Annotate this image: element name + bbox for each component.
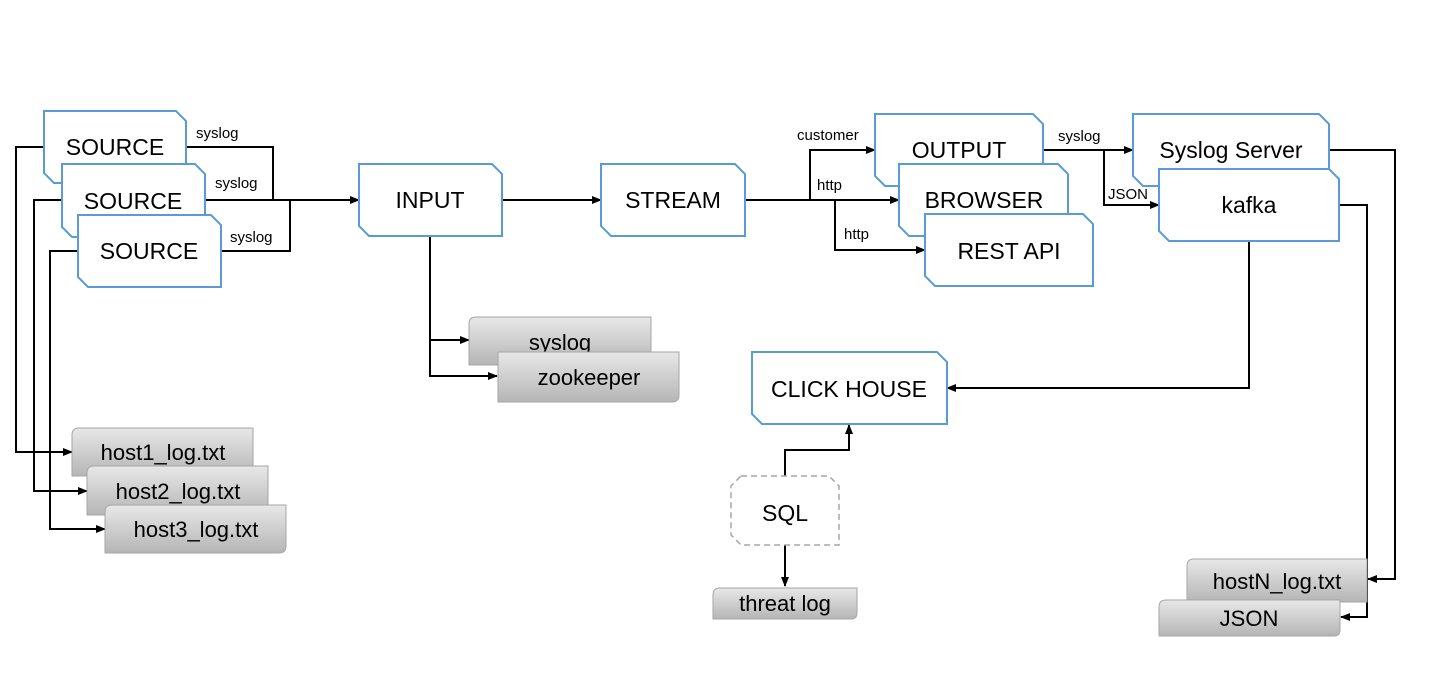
source1-connector	[186, 146, 274, 200]
host2-log-file: host2_log.txt	[86, 465, 269, 516]
output-to-kafka-arrow	[1103, 150, 1160, 209]
edge-label-customer: customer	[797, 127, 859, 144]
source2-to-host2-arrow	[33, 199, 88, 495]
source-node-3[interactable]: SOURCE	[77, 214, 222, 288]
syslog-server-to-hostn-arrow	[1329, 149, 1396, 583]
edge-label-source1: syslog	[196, 125, 239, 142]
rest-api-node-label: REST API	[957, 238, 1060, 264]
rest-api-node[interactable]: REST API	[924, 213, 1094, 287]
stream-to-restapi-arrow	[834, 200, 926, 254]
edge-label-http-restapi: http	[844, 226, 869, 243]
connectors	[15, 146, 1396, 621]
sql-node-label: SQL	[762, 500, 808, 526]
hostn-log-file-label: hostN_log.txt	[1213, 569, 1341, 594]
source3-to-host3-arrow	[49, 250, 106, 533]
host2-log-file-label: host2_log.txt	[116, 479, 241, 504]
syslog-server-node-label: Syslog Server	[1159, 137, 1303, 163]
host3-log-file-label: host3_log.txt	[134, 517, 259, 542]
click-house-node[interactable]: CLICK HOUSE	[751, 351, 948, 425]
host1-log-file: host1_log.txt	[71, 427, 254, 477]
source-node-1-label: SOURCE	[66, 134, 164, 160]
sql-to-clickhouse-arrow	[784, 424, 853, 476]
edge-label-output-json: JSON	[1108, 186, 1148, 203]
kafka-to-clickhouse-arrow	[946, 241, 1250, 392]
edge-label-source3: syslog	[230, 229, 273, 246]
input-node-label: INPUT	[396, 187, 465, 213]
zookeeper-file-label: zookeeper	[538, 365, 641, 390]
sql-node[interactable]: SQL	[730, 475, 840, 546]
edge-labels: syslog syslog syslog customer http http …	[196, 125, 1148, 246]
source3-connector	[221, 200, 291, 252]
edge-label-source2: syslog	[215, 175, 258, 192]
kafka-node-label: kafka	[1222, 192, 1277, 218]
zookeeper-file: zookeeper	[497, 351, 680, 403]
stream-node[interactable]: STREAM	[600, 163, 746, 237]
stream-to-output-arrow	[745, 146, 876, 201]
json-file-label: JSON	[1220, 606, 1279, 631]
browser-node-label: BROWSER	[925, 187, 1044, 213]
kafka-node[interactable]: kafka	[1158, 168, 1340, 242]
input-node[interactable]: INPUT	[358, 163, 503, 237]
kafka-to-json-arrow	[1339, 204, 1368, 621]
click-house-node-label: CLICK HOUSE	[771, 376, 927, 402]
threat-log-file-label: threat log	[739, 591, 831, 616]
host3-log-file: host3_log.txt	[104, 504, 287, 554]
hostn-log-file: hostN_log.txt	[1186, 558, 1368, 603]
source-node-3-label: SOURCE	[100, 238, 198, 264]
json-file: JSON	[1158, 599, 1341, 637]
host1-log-file-label: host1_log.txt	[101, 440, 226, 465]
source1-to-host1-arrow	[15, 146, 73, 456]
syslog-file-label: syslog	[529, 330, 591, 355]
threat-log-file: threat log	[712, 587, 858, 620]
stream-node-label: STREAM	[625, 187, 721, 213]
input-to-zookeeper-arrow	[429, 236, 498, 380]
edge-label-http-browser: http	[817, 177, 842, 194]
edge-label-output-syslog: syslog	[1058, 128, 1101, 145]
output-node-label: OUTPUT	[912, 137, 1007, 163]
source-node-2-label: SOURCE	[84, 188, 182, 214]
